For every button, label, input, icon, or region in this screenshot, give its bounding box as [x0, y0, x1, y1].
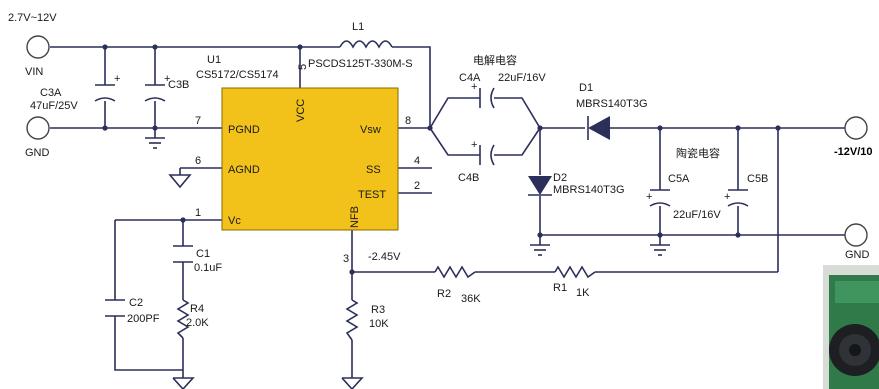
ic-ref: U1: [207, 54, 221, 66]
svg-text:TEST: TEST: [358, 189, 386, 201]
wires: [50, 46, 845, 378]
svg-text:-12V/10: -12V/10: [834, 146, 873, 158]
svg-text:8: 8: [405, 115, 411, 127]
c5-note: 陶瓷电容: [676, 146, 720, 160]
resistor-r4: R4 2.0K: [176, 299, 209, 339]
svg-text:7: 7: [195, 115, 201, 127]
svg-text:+: +: [114, 73, 120, 85]
svg-text:+: +: [471, 139, 477, 151]
ground-symbol-r3: [341, 377, 364, 389]
module-photo-fragment: [823, 265, 879, 389]
ground-symbol-c3b: [145, 137, 165, 149]
ic-part: CS5172/CS5174: [196, 69, 279, 81]
svg-text:PSCDS125T-330M-S: PSCDS125T-330M-S: [308, 58, 413, 70]
svg-text:2: 2: [414, 180, 420, 192]
ground-symbol-agnd: [168, 174, 192, 189]
svg-text:5: 5: [297, 64, 309, 70]
ic-u1: U1 CS5172/CS5174 PGND AGND Vc Vsw SS TES…: [195, 54, 420, 265]
diode-d1: D1 MBRS140T3G: [576, 82, 648, 140]
inductor-l1: L1 PSCDS125T-330M-S: [308, 21, 413, 70]
svg-text:C3A: C3A: [40, 87, 62, 99]
diode-d2: D2 MBRS140T3G: [528, 172, 625, 196]
capacitor-c3b: + C3B: [144, 73, 189, 102]
resistor-r2: R2 36K: [434, 265, 481, 305]
svg-text:C4B: C4B: [458, 172, 479, 184]
capacitor-c5b: + C5B: [724, 173, 768, 207]
svg-text:+: +: [724, 191, 730, 203]
svg-text:47uF/25V: 47uF/25V: [30, 100, 78, 112]
svg-text:C5A: C5A: [668, 173, 690, 185]
svg-text:2.0K: 2.0K: [186, 317, 209, 329]
ground-symbol-d2: [530, 244, 550, 256]
svg-text:MBRS140T3G: MBRS140T3G: [553, 184, 625, 196]
svg-text:4: 4: [414, 155, 420, 167]
capacitor-c3a: + C3A 47uF/25V: [30, 73, 120, 112]
output-terminal: -12V/10: [834, 116, 873, 158]
c4-note: 电解电容: [473, 53, 517, 67]
svg-text:SS: SS: [366, 164, 381, 176]
nfb-voltage-label: -2.45V: [368, 251, 401, 263]
svg-text:R2: R2: [437, 288, 451, 300]
svg-text:Vc: Vc: [228, 215, 241, 227]
svg-text:R4: R4: [190, 303, 204, 315]
svg-text:VIN: VIN: [25, 66, 43, 78]
svg-text:C1: C1: [196, 248, 210, 260]
svg-text:+: +: [646, 191, 652, 203]
svg-text:Vsw: Vsw: [360, 124, 381, 136]
svg-text:R3: R3: [371, 304, 385, 316]
svg-text:GND: GND: [845, 249, 870, 261]
svg-text:C2: C2: [129, 297, 143, 309]
svg-text:22uF/16V: 22uF/16V: [673, 209, 721, 221]
svg-text:MBRS140T3G: MBRS140T3G: [576, 98, 648, 110]
capacitor-c4a: + C4A 22uF/16V: [459, 72, 546, 109]
gnd-terminal-right: GND: [844, 223, 870, 261]
svg-text:GND: GND: [25, 147, 50, 159]
resistor-r1: R1 1K: [553, 265, 596, 299]
svg-text:+: +: [164, 73, 170, 85]
svg-text:36K: 36K: [461, 293, 481, 305]
ground-symbol-c5a: [650, 244, 670, 256]
svg-text:C5B: C5B: [747, 173, 768, 185]
ground-symbol-r4: [172, 377, 195, 389]
svg-text:R1: R1: [553, 282, 567, 294]
svg-text:D1: D1: [579, 82, 593, 94]
svg-text:3: 3: [343, 253, 349, 265]
pin-vcc-label: VCC: [295, 99, 307, 122]
svg-text:C3B: C3B: [168, 79, 189, 91]
svg-text:0.1uF: 0.1uF: [194, 262, 222, 274]
vin-terminal: VIN: [25, 35, 50, 78]
capacitor-c4b: + C4B: [458, 139, 495, 184]
capacitor-c2: C2 200PF: [105, 297, 160, 325]
svg-text:PGND: PGND: [228, 124, 260, 136]
svg-text:+: +: [471, 81, 477, 93]
svg-text:1: 1: [195, 207, 201, 219]
capacitor-c5a: + C5A 22uF/16V: [646, 173, 721, 221]
svg-text:22uF/16V: 22uF/16V: [498, 72, 546, 84]
resistor-r3: R3 10K: [345, 299, 389, 341]
svg-text:6: 6: [195, 155, 201, 167]
svg-text:200PF: 200PF: [127, 313, 160, 325]
svg-text:1K: 1K: [576, 287, 590, 299]
gnd-terminal-left: GND: [25, 116, 50, 159]
svg-text:D2: D2: [553, 172, 567, 184]
supply-voltage-label: 2.7V~12V: [8, 12, 57, 24]
svg-text:10K: 10K: [369, 318, 389, 330]
pin-nfb-label: NFB: [349, 206, 361, 228]
svg-text:AGND: AGND: [228, 164, 260, 176]
svg-text:L1: L1: [352, 21, 364, 33]
junction-dots: [102, 44, 781, 275]
svg-text:C4A: C4A: [459, 72, 481, 84]
capacitor-c1: C1 0.1uF: [173, 245, 222, 274]
